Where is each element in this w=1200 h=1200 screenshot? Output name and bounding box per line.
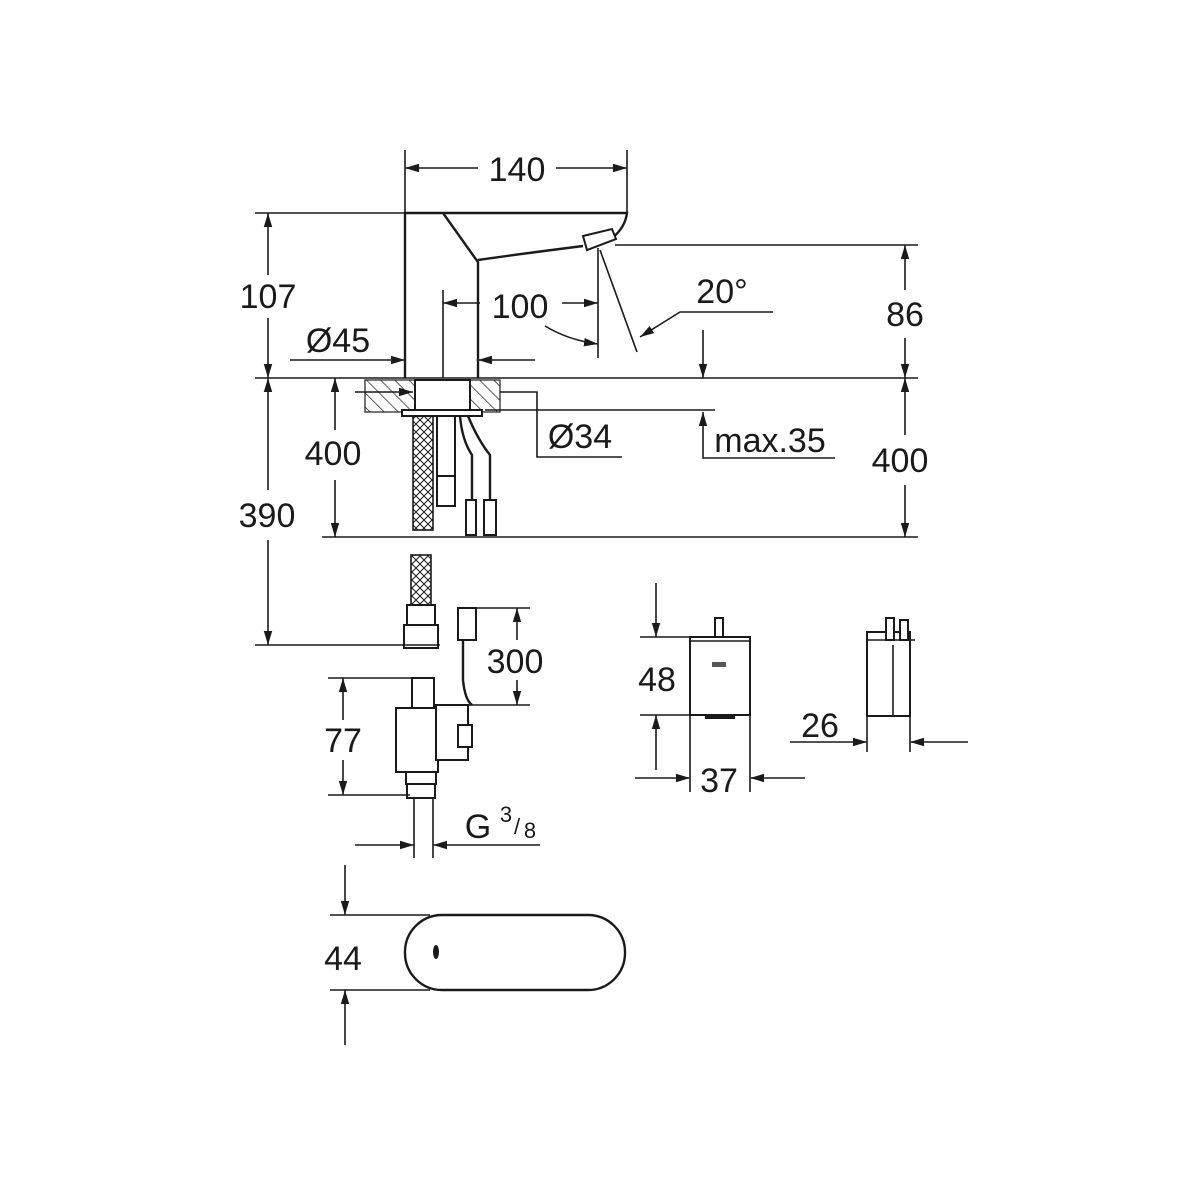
dim-140: 140 — [489, 151, 546, 189]
dim-107: 107 — [240, 278, 297, 316]
dim-390: 390 — [239, 497, 296, 535]
hose-nut — [403, 624, 439, 649]
cable-plug-2 — [483, 499, 497, 536]
water-hose-upper — [412, 415, 434, 531]
sensor-window — [433, 945, 439, 959]
faucet-side-view — [364, 211, 629, 858]
dimension-lines — [255, 150, 918, 850]
dim-400-right: 400 — [872, 442, 929, 480]
deck-hatch-right — [469, 379, 501, 413]
battery-box-front — [635, 583, 805, 792]
dim-37: 37 — [700, 762, 738, 800]
spout-aerator — [581, 227, 618, 252]
dim-77: 77 — [324, 722, 362, 760]
dim-48: 48 — [638, 661, 676, 699]
dim-300: 300 — [487, 643, 544, 681]
thread-g: G — [465, 808, 491, 846]
deck-hatch-left — [364, 379, 416, 413]
dim-100: 100 — [492, 288, 549, 326]
battery-box-side — [790, 617, 968, 752]
dim-26: 26 — [801, 707, 839, 745]
thread-slash: / — [514, 814, 521, 839]
dim-400-left: 400 — [305, 435, 362, 473]
thread-numerator: 3 — [500, 802, 512, 827]
cable-connector — [457, 607, 477, 641]
dim-diameter-45: Ø45 — [306, 322, 370, 360]
dimension-labels: 140 107 Ø45 100 20° 86 Ø34 max.35 400 40… — [239, 151, 929, 978]
dim-44: 44 — [324, 940, 362, 978]
solenoid-valve — [395, 707, 439, 773]
dim-86: 86 — [886, 296, 924, 334]
sensor-top-view — [330, 865, 627, 1045]
thread-denominator: 8 — [524, 818, 536, 843]
grohe-logo — [712, 662, 726, 667]
dim-angle-20: 20° — [696, 273, 747, 311]
dim-diameter-34: Ø34 — [548, 418, 612, 456]
dim-max-35: max.35 — [714, 422, 826, 460]
cable-plug-1 — [465, 499, 477, 536]
